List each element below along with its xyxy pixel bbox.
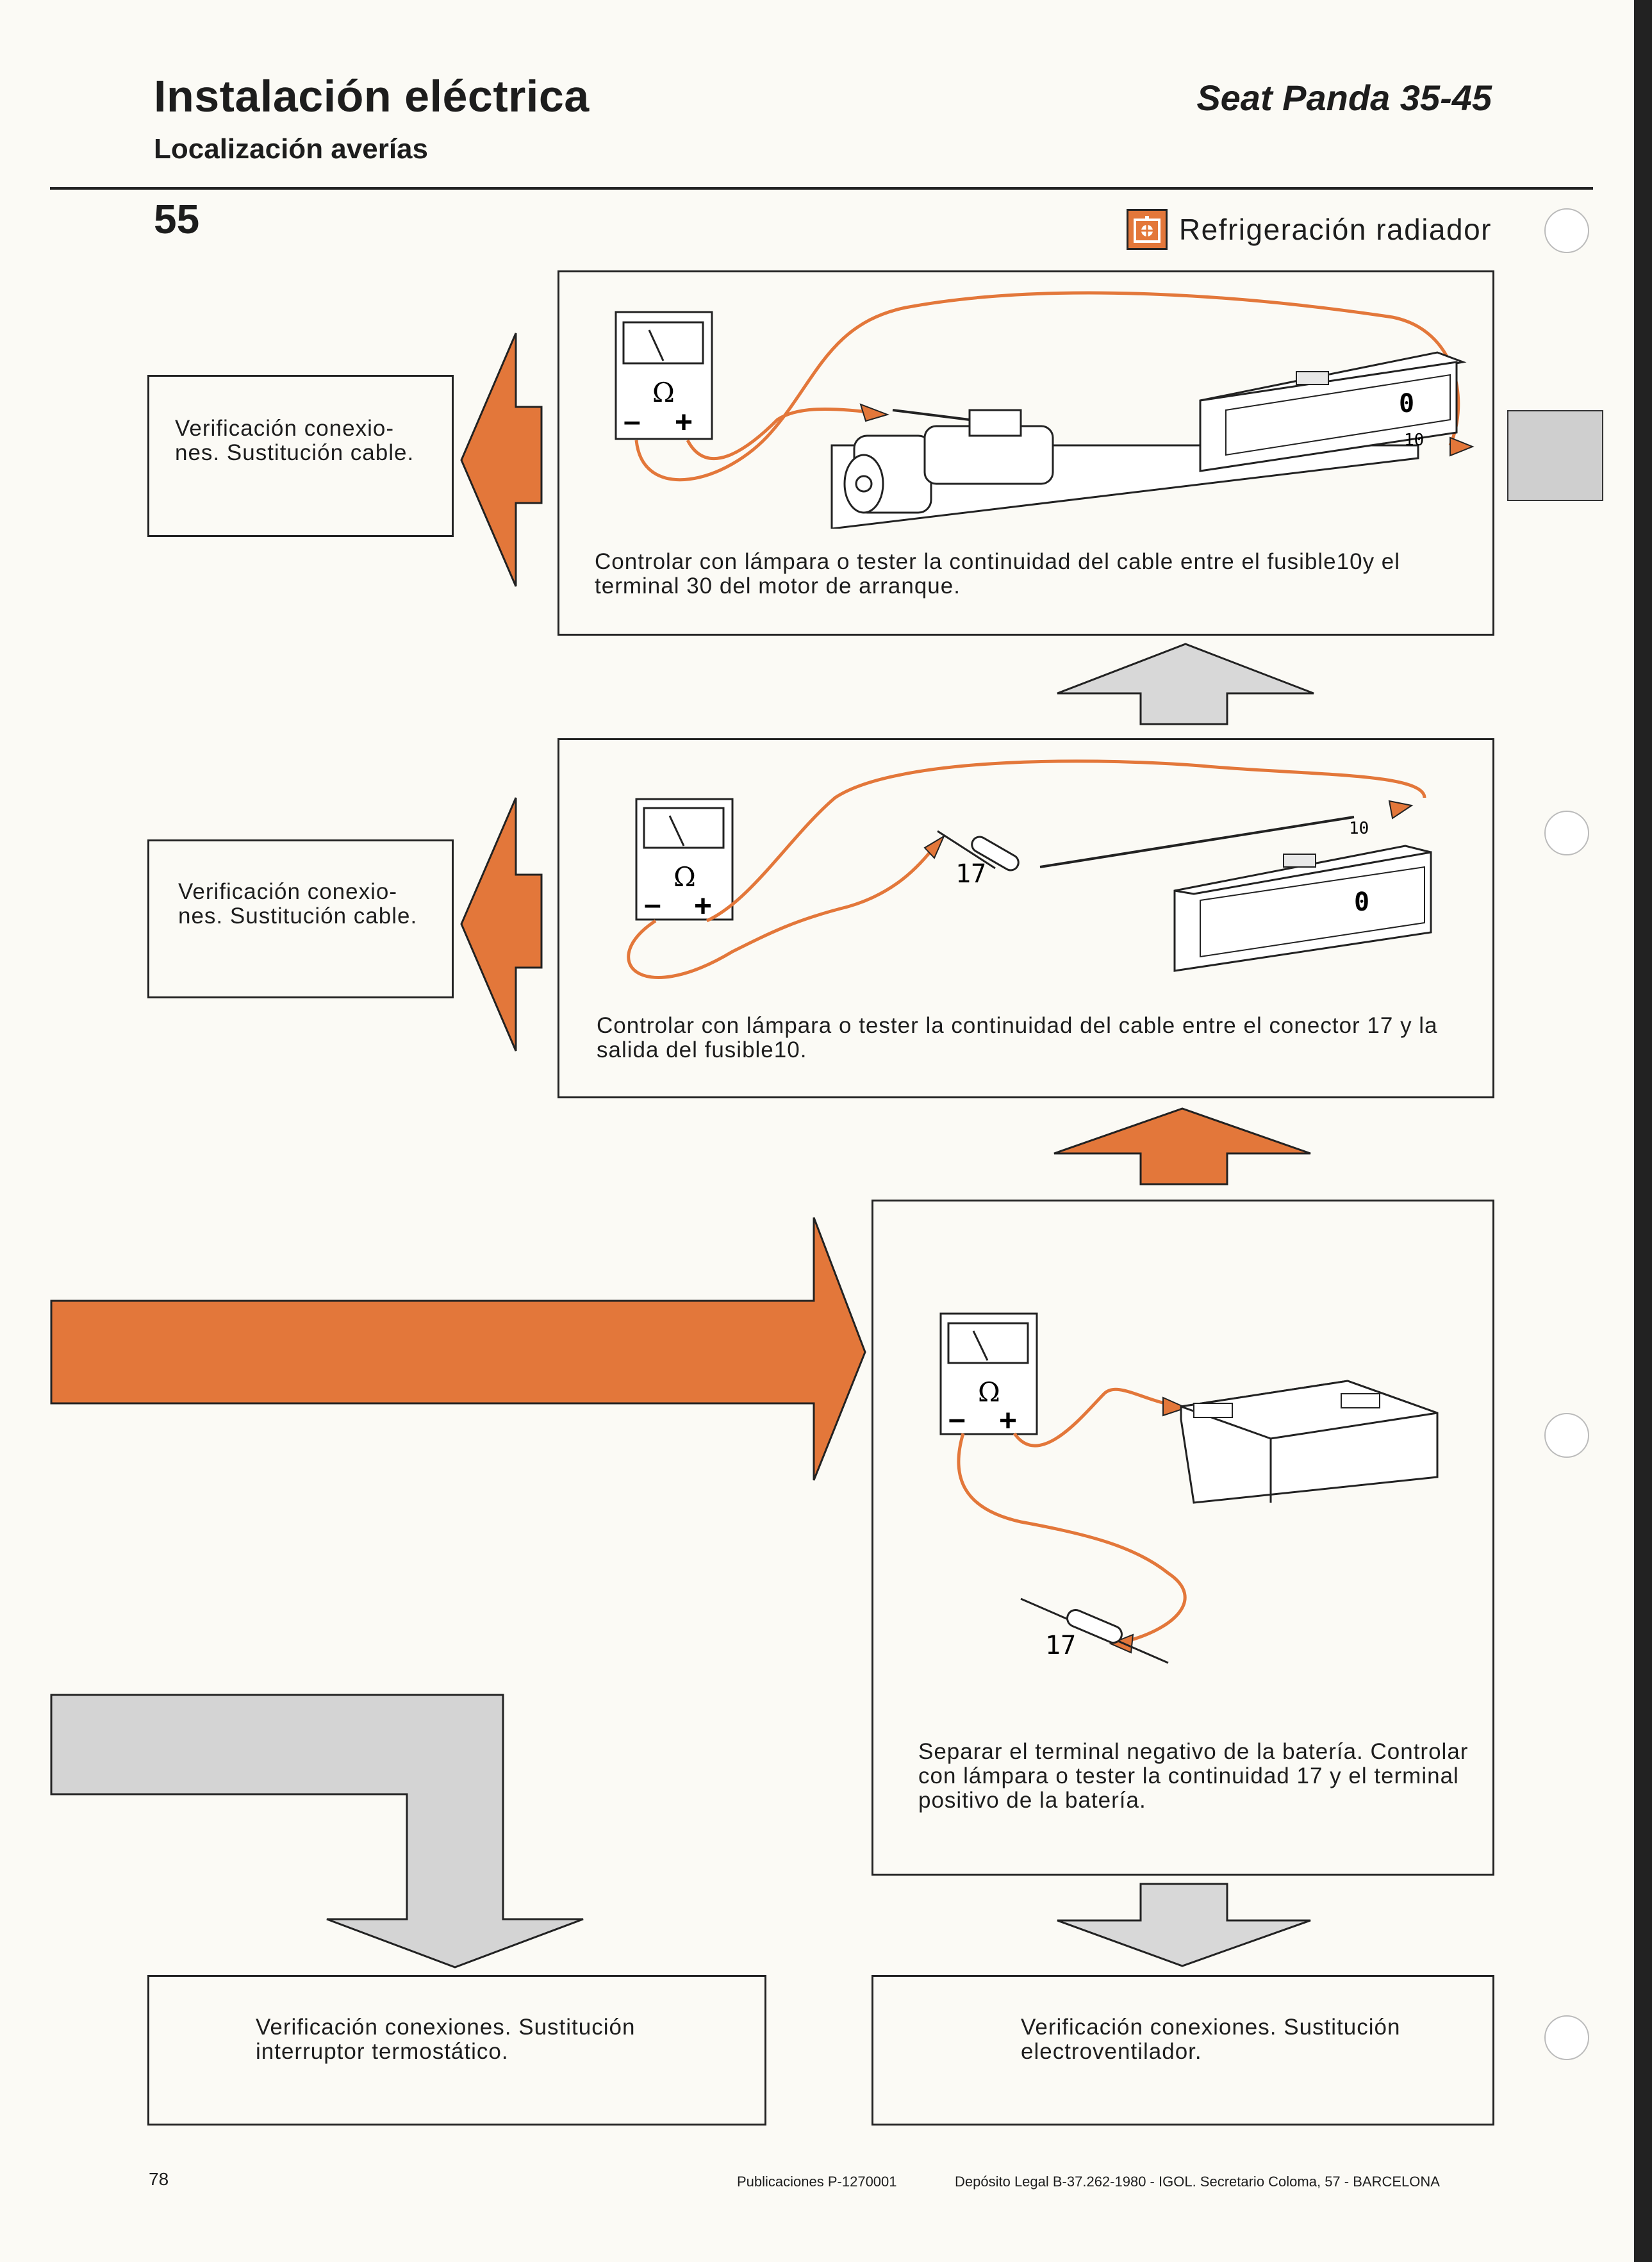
svg-text:17: 17	[955, 859, 986, 889]
arrow-right-big	[50, 1217, 866, 1481]
step-1-illustration: Ω – + 0 10	[615, 291, 1474, 529]
step-1-panel: Ω – + 0 10	[558, 270, 1494, 636]
arrow-left-step1	[460, 333, 543, 587]
page-subtitle: Localización averías	[154, 133, 428, 165]
radiator-fan-icon	[1126, 209, 1168, 250]
step-3-instruction: Separar el terminal negativo de la bater…	[918, 1739, 1469, 1813]
vehicle-model: Seat Panda 35-45	[1196, 78, 1492, 118]
arrow-elbow-down	[50, 1694, 584, 1969]
ohmmeter-icon: Ω – +	[615, 311, 713, 440]
svg-text:0: 0	[1399, 389, 1414, 418]
step-2-illustration: Ω – + 17 10 0	[627, 759, 1432, 979]
fan-glyph-icon	[1133, 216, 1161, 243]
step-2-panel: Ω – + 17 10 0 Controlar con lámpara o te…	[558, 738, 1494, 1098]
outcome-fan-box: Verificación conexiones. Sustitución ele…	[871, 1975, 1494, 2126]
edge-tab	[1507, 410, 1603, 501]
svg-text:17: 17	[1045, 1631, 1076, 1660]
step-1-action-box: Verificación conexio-nes. Sustitución ca…	[147, 375, 454, 537]
step-1-instruction: Controlar con lámpara o tester la contin…	[595, 549, 1401, 599]
step-2-action-box: Verificación conexio-nes. Sustitución ca…	[147, 839, 454, 998]
svg-text:+: +	[999, 1404, 1017, 1438]
section-heading: Refrigeración radiador	[1126, 209, 1492, 250]
binder-hole	[1544, 811, 1589, 855]
step-3-illustration: Ω – + 17	[939, 1312, 1439, 1664]
arrow-up-step3	[1053, 1107, 1311, 1185]
svg-text:Ω: Ω	[652, 377, 675, 408]
arrow-down-right	[1057, 1883, 1311, 1967]
step-1-action: Verificación conexio-nes. Sustitución ca…	[175, 416, 415, 465]
battery	[1180, 1380, 1439, 1504]
svg-text:Ω: Ω	[978, 1376, 1000, 1408]
legal-deposit: Depósito Legal B-37.262-1980 - IGOL. Sec…	[955, 2174, 1440, 2190]
svg-text:10: 10	[1349, 819, 1369, 838]
outcome-fan: Verificación conexiones. Sustitución ele…	[1021, 2015, 1401, 2064]
step-2-action: Verificación conexio-nes. Sustitución ca…	[178, 879, 418, 929]
binder-hole	[1544, 2015, 1589, 2060]
svg-text:10: 10	[1404, 431, 1424, 450]
section-title: Refrigeración radiador	[1178, 213, 1492, 246]
header-rule	[50, 187, 1593, 190]
arrow-left-step2	[460, 797, 543, 1052]
publication-ref: Publicaciones P-1270001	[737, 2174, 897, 2190]
ohmmeter-icon: Ω – +	[635, 798, 734, 923]
fuse-box: 0 10	[1199, 351, 1467, 472]
arrow-up-step2	[1057, 643, 1314, 725]
outcome-thermoswitch-box: Verificación conexiones. Sustitución int…	[147, 1975, 766, 2126]
page-number: 78	[149, 2169, 169, 2189]
binder-hole	[1544, 1413, 1589, 1458]
page-title: Instalación eléctrica	[154, 71, 590, 121]
svg-text:–: –	[948, 1402, 966, 1436]
step-3-panel: Ω – + 17 Separar el terminal negativo de…	[871, 1200, 1494, 1876]
section-number: 55	[154, 196, 200, 242]
step-2-instruction: Controlar con lámpara o tester la contin…	[597, 1013, 1438, 1062]
svg-text:0: 0	[1354, 887, 1369, 917]
svg-text:Ω: Ω	[673, 861, 696, 893]
svg-text:–: –	[644, 887, 661, 921]
binder-hole	[1544, 208, 1589, 253]
outcome-thermoswitch: Verificación conexiones. Sustitución int…	[256, 2015, 636, 2064]
svg-text:+: +	[694, 889, 712, 923]
svg-text:–: –	[624, 404, 641, 438]
edge-strip	[1634, 0, 1652, 2262]
svg-text:+: +	[675, 406, 693, 440]
ohmmeter-icon: Ω – +	[939, 1312, 1038, 1438]
